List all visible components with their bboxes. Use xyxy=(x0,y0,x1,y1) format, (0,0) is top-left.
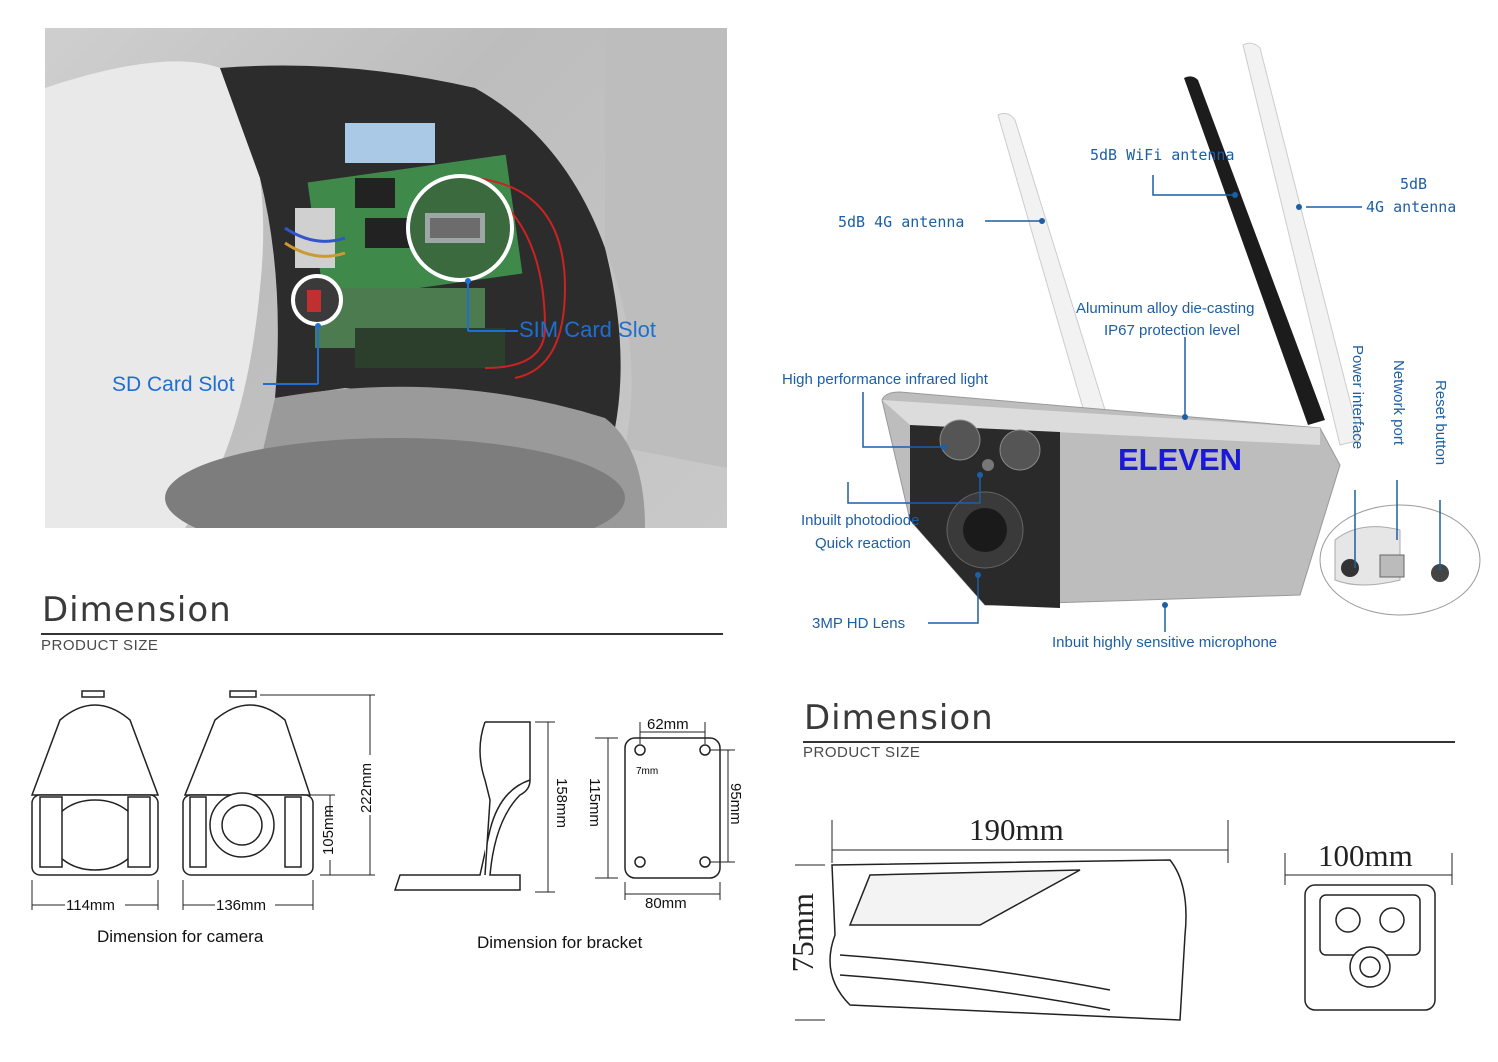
bracket-plate-outer-height: 115mm xyxy=(586,778,603,827)
left-antenna xyxy=(997,112,1106,416)
camera-dimension-caption: Dimension for camera xyxy=(97,927,264,946)
bullet-length: 190mm xyxy=(969,812,1064,847)
camera-front-width: 114mm xyxy=(66,897,115,914)
right-4g-antenna-label-line2: 4G antenna xyxy=(1366,198,1457,216)
left-dimension-rule xyxy=(41,633,723,635)
right-dimension-rule xyxy=(803,741,1455,743)
bracket-height: 158mm xyxy=(553,778,570,829)
network-port-label: Network port xyxy=(1390,360,1407,446)
photodiode-label-line2: Quick reaction xyxy=(815,535,911,552)
ptz-camera-drawing xyxy=(30,690,375,910)
bracket-plate-inner-height: 95mm xyxy=(727,783,744,825)
power-interface-label: Power interface xyxy=(1349,345,1366,450)
right-4g-antenna-label-line1: 5dB xyxy=(1400,175,1428,193)
bracket-drawing xyxy=(393,721,735,900)
bracket-plate-outer-width: 80mm xyxy=(645,895,687,912)
reset-button-label: Reset button xyxy=(1432,380,1449,466)
brand-logo: ELEVEN xyxy=(1118,442,1243,477)
left-4g-antenna-label: 5dB 4G antenna xyxy=(838,213,965,231)
bracket-plate-inner-width: 62mm xyxy=(647,716,689,733)
lens-label: 3MP HD Lens xyxy=(812,615,906,632)
infrared-light-label: High performance infrared light xyxy=(782,371,988,388)
right-antenna xyxy=(1242,42,1361,446)
bracket-hole-size: 7mm xyxy=(636,766,659,777)
bracket-dimension-caption: Dimension for bracket xyxy=(477,933,643,952)
housing-label-line1: Aluminum alloy die-casting xyxy=(1076,300,1255,317)
left-dimension-title: Dimension xyxy=(42,590,232,630)
camera-side-width: 136mm xyxy=(216,897,267,914)
camera-lower-height: 105mm xyxy=(320,805,337,856)
bullet-width: 100mm xyxy=(1318,838,1413,873)
microphone-label: Inbuit highly sensitive microphone xyxy=(1052,634,1278,651)
photodiode-label-line1: Inbuilt photodiode xyxy=(801,512,920,529)
wifi-antenna xyxy=(1184,76,1325,426)
sim-card-slot-label: SIM Card Slot xyxy=(519,317,656,342)
sd-card-slot-label: SD Card Slot xyxy=(112,373,235,396)
internal-board-illustration xyxy=(45,28,727,528)
left-dimension-subtitle: PRODUCT SIZE xyxy=(41,637,159,654)
bullet-camera-illustration xyxy=(847,42,1481,632)
internal-board-photo xyxy=(45,28,727,528)
right-dimension-subtitle: PRODUCT SIZE xyxy=(803,744,921,761)
camera-total-height: 222mm xyxy=(358,763,375,814)
right-dimension-title: Dimension xyxy=(804,698,994,738)
bullet-dimension-drawing xyxy=(795,820,1453,1021)
housing-label-line2: IP67 protection level xyxy=(1104,322,1240,339)
wifi-antenna-label: 5dB WiFi antenna xyxy=(1090,146,1235,164)
bullet-height: 75mm xyxy=(785,893,820,973)
